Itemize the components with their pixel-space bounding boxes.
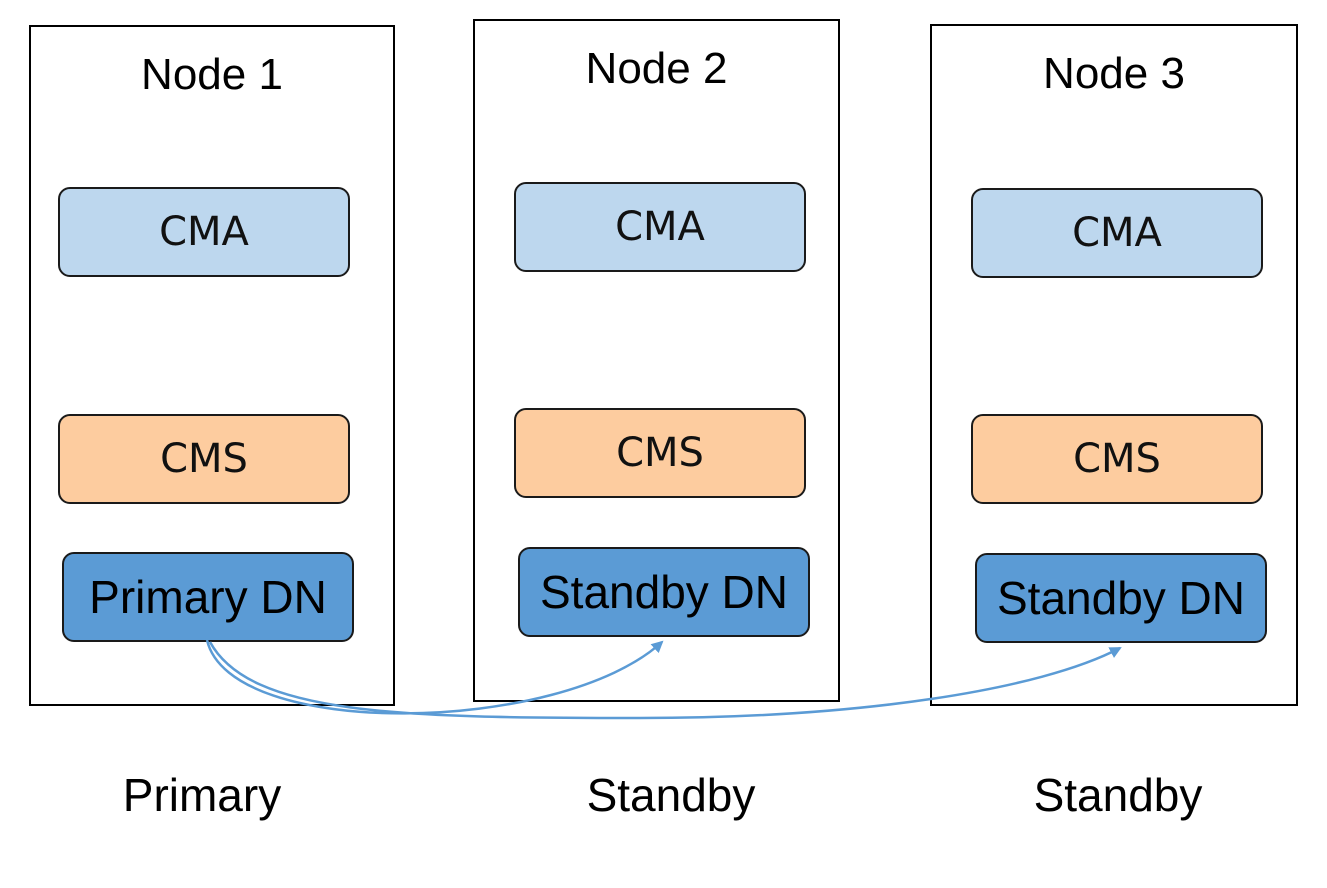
node-1-dn-label: Primary DN bbox=[89, 571, 327, 623]
node-3-cma-box: CMA bbox=[971, 188, 1263, 278]
node-2-cma-label: CMA bbox=[615, 204, 705, 250]
node-1-cma-box: CMA bbox=[58, 187, 350, 277]
node-3-cma-label: CMA bbox=[1072, 210, 1162, 256]
node-3-standby-dn-box: Standby DN bbox=[975, 553, 1267, 643]
node-2-cms-label: CMS bbox=[616, 430, 704, 476]
node-1-box: Node 1 CMA CMS Primary DN bbox=[29, 25, 395, 706]
node-1-cma-label: CMA bbox=[159, 209, 249, 255]
node-2-cma-box: CMA bbox=[514, 182, 806, 272]
node-2-title: Node 2 bbox=[585, 44, 728, 93]
node-3-dn-label: Standby DN bbox=[996, 572, 1245, 624]
node-1-primary-dn-box: Primary DN bbox=[62, 552, 354, 642]
node-3-role-label: Standby bbox=[1033, 769, 1203, 821]
node-3-box: Node 3 CMA CMS Standby DN bbox=[930, 24, 1298, 706]
node-1-title: Node 1 bbox=[141, 50, 283, 99]
node-3-title: Node 3 bbox=[1043, 49, 1185, 98]
node-1-role-label: Primary bbox=[122, 769, 282, 821]
node-1-cms-box: CMS bbox=[58, 414, 350, 504]
node-3-cms-box: CMS bbox=[971, 414, 1263, 504]
node-2-standby-dn-box: Standby DN bbox=[518, 547, 810, 637]
node-2-cms-box: CMS bbox=[514, 408, 806, 498]
node-2-box: Node 2 CMA CMS Standby DN bbox=[473, 19, 840, 702]
node-3-cms-label: CMS bbox=[1073, 436, 1161, 482]
node-2-dn-label: Standby DN bbox=[539, 566, 788, 618]
node-2-role-label: Standby bbox=[586, 769, 756, 821]
node-1-cms-label: CMS bbox=[160, 436, 248, 482]
